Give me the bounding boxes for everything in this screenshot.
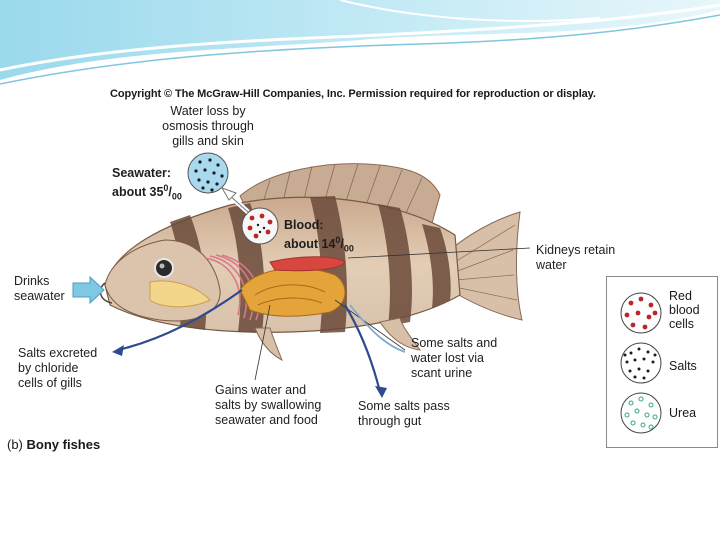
drinks-arrow <box>72 275 105 305</box>
label-salts-excreted: Salts excreted by chloride cells of gill… <box>18 346 98 390</box>
figure-caption: (b) Bony fishes <box>7 437 101 452</box>
legend-swatches <box>620 292 662 434</box>
fish-eye <box>154 258 174 278</box>
seawater-sample <box>187 152 229 194</box>
label-blood: Blood: about 140/00 <box>284 218 354 254</box>
header-banner <box>0 0 720 85</box>
copyright-notice: Copyright © The McGraw-Hill Companies, I… <box>110 88 596 100</box>
legend-red-cells-label: Red blood cells <box>669 289 700 331</box>
legend-urea-swatch <box>620 392 662 434</box>
label-salts-gut: Some salts pass through gut <box>358 399 450 428</box>
legend-red-cells-swatch <box>620 292 662 334</box>
label-kidneys: Kidneys retain water <box>536 243 616 272</box>
label-seawater: Seawater: about 350/00 <box>112 166 182 202</box>
legend-salts-swatch <box>620 342 662 384</box>
blood-sample <box>241 207 279 245</box>
legend-urea-label: Urea <box>669 406 697 420</box>
label-gains-water: Gains water and salts by swallowing seaw… <box>215 383 322 427</box>
label-water-loss: Water loss by osmosis through gills and … <box>162 104 254 148</box>
label-salts-urine: Some salts and water lost via scant urin… <box>411 336 498 380</box>
legend: Red blood cells Salts Urea <box>606 276 718 448</box>
tail-fin <box>449 211 523 321</box>
legend-salts-label: Salts <box>669 359 697 373</box>
label-drinks: Drinks seawater <box>14 274 65 303</box>
kidney <box>269 256 346 272</box>
